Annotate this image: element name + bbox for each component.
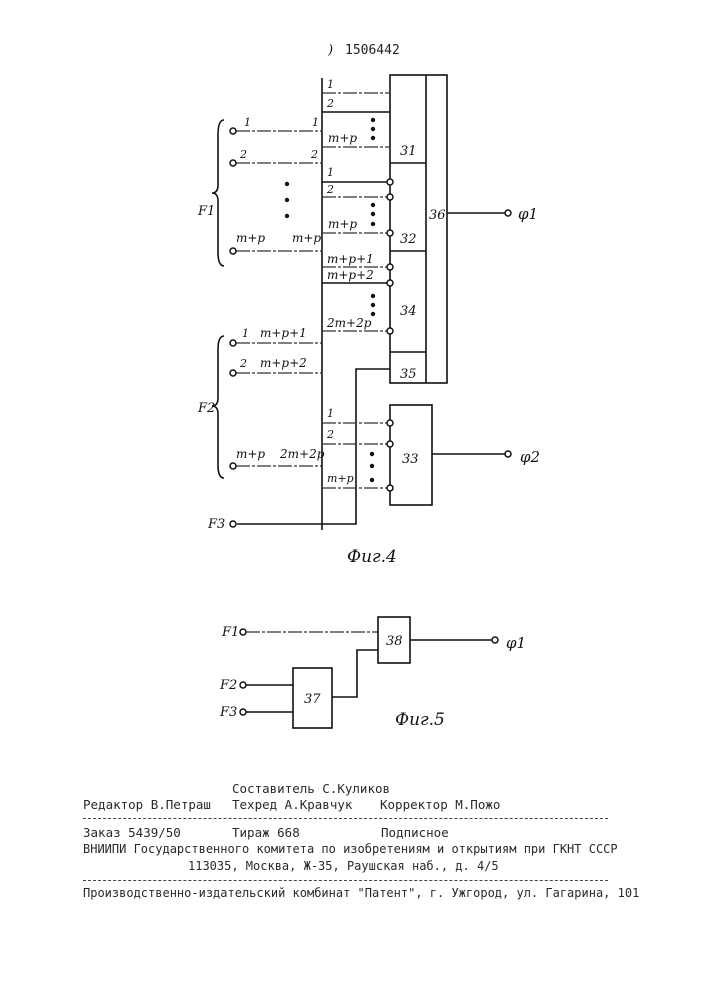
block-37-label: 37 (304, 692, 321, 707)
input-label: m+p+1 (260, 326, 307, 340)
output-terminal-phi2 (505, 451, 511, 457)
wire-label: 1 (327, 407, 334, 420)
output-terminal-phi1 (505, 210, 511, 216)
block-frame-31-36 (390, 75, 447, 383)
block-31-label: 31 (400, 144, 417, 159)
divider (83, 818, 608, 819)
output-phi2-label: φ2 (520, 448, 540, 466)
block-38-label: 38 (386, 634, 403, 649)
wire-label: m+p (328, 217, 357, 231)
input-terminal (230, 160, 236, 166)
input-label: 2m+2p (279, 447, 325, 461)
header-mark: ) (327, 43, 333, 58)
printer: Производственно-издательский комбинат "П… (83, 886, 639, 900)
divider (83, 880, 608, 881)
output-terminal-phi1 (492, 637, 498, 643)
output-phi1-label: φ1 (506, 634, 526, 652)
organization: ВНИИПИ Государственного комитета по изоб… (83, 842, 618, 856)
wire-label: m+p (327, 472, 354, 485)
wire-label: 2m+2p (326, 316, 372, 330)
brace-f1 (212, 120, 224, 266)
techred: Техред А.Кравчук (232, 797, 352, 812)
input-label: 2 (239, 357, 247, 370)
input-label: 1 (244, 116, 251, 129)
input-label: m+p (236, 231, 265, 245)
wire-label: 1 (327, 166, 334, 179)
input-f3-label: F3 (219, 705, 237, 720)
group-f1-label: F1 (197, 204, 215, 219)
figure-5: F1 F2 F3 37 38 φ1 Фиг.5 (219, 617, 526, 730)
wire-label: m+p+1 (327, 252, 374, 266)
input-terminal-f3 (230, 521, 236, 527)
input-label: 1 (312, 116, 319, 129)
subscription: Подписное (381, 825, 449, 840)
input-label: 2 (239, 148, 247, 161)
group-f2-label: F2 (197, 401, 215, 416)
patent-number: 1506442 (345, 43, 400, 58)
circulation: Тираж 668 (232, 825, 300, 840)
wire-label: m+p+2 (327, 268, 374, 282)
figure-4: 31 32 34 35 36 φ1 1 2 m+p 1 2 m+p m+p+1 … (197, 75, 540, 567)
input-label: 1 (242, 327, 249, 340)
block-34-label: 34 (400, 304, 417, 319)
block-32-label: 32 (400, 232, 417, 247)
figure-4-caption: Фиг.4 (347, 547, 397, 567)
block-36-label: 36 (429, 208, 446, 223)
input-terminal (230, 463, 236, 469)
input-terminal (230, 370, 236, 376)
figure-5-caption: Фиг.5 (395, 710, 445, 730)
group-f3-label: F3 (207, 517, 225, 532)
address: 113035, Москва, Ж-35, Раушская наб., д. … (188, 859, 499, 873)
input-f2-label: F2 (219, 678, 237, 693)
compiler: Составитель С.Куликов (232, 781, 390, 796)
input-label: m+p (236, 447, 265, 461)
input-f1-label: F1 (221, 625, 239, 640)
input-label: m+p (292, 231, 321, 245)
input-label: m+p+2 (260, 356, 307, 370)
input-label: 2 (310, 148, 318, 161)
corrector: Корректор М.Пожо (380, 797, 500, 812)
input-terminal (230, 340, 236, 346)
editor: Редактор В.Петраш (83, 797, 211, 812)
wire-label: 2 (326, 428, 334, 441)
wire-label: 2 (326, 183, 334, 196)
order: Заказ 5439/50 (83, 825, 181, 840)
wire-label: 1 (327, 78, 334, 91)
input-terminal (230, 128, 236, 134)
wire-label: 2 (326, 97, 334, 110)
block-33-label: 33 (402, 452, 419, 467)
input-terminal (230, 248, 236, 254)
output-phi1-label: φ1 (518, 205, 538, 223)
block-35-label: 35 (400, 367, 417, 382)
wire-label: m+p (328, 131, 357, 145)
